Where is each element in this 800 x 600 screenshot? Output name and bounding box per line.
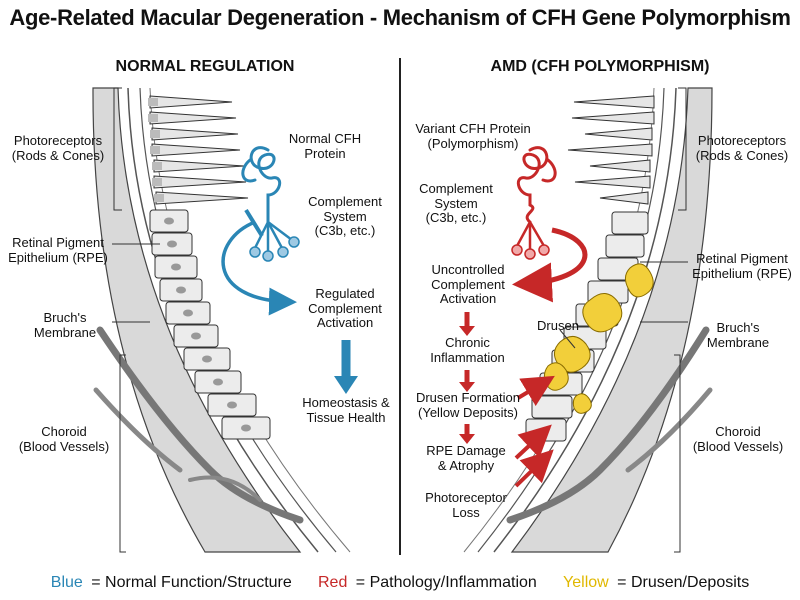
drusen-label: Drusen xyxy=(537,318,579,333)
right-photoreceptors-label: Photoreceptors (Rods & Cones) xyxy=(695,133,789,163)
right-pathology-arrows xyxy=(459,227,588,488)
right-panel-heading: AMD (CFH POLYMORPHISM) xyxy=(490,58,710,75)
legend-yellow-text: = Drusen/Deposits xyxy=(612,574,750,591)
drusen-formation-label: Drusen Formation (Yellow Deposits) xyxy=(415,390,521,420)
right-choroid-label: Choroid (Blood Vessels) xyxy=(692,424,784,454)
legend-yellow-word: Yellow xyxy=(563,574,609,591)
variant-cfh-protein-label: Variant CFH Protein (Polymorphism) xyxy=(415,121,531,151)
legend-red-word: Red xyxy=(318,574,348,591)
photoreceptor-loss-label: Photoreceptor Loss xyxy=(425,490,507,520)
variant-cfh-protein-icon xyxy=(516,146,557,224)
left-panel-heading: NORMAL REGULATION xyxy=(115,58,295,75)
regulated-activation-label: Regulated Complement Activation xyxy=(308,286,382,331)
legend-blue-word: Blue xyxy=(50,574,83,591)
color-legend: Blue = Normal Function/Structure Red = P… xyxy=(0,574,800,592)
left-photoreceptors-label: Photoreceptors (Rods & Cones) xyxy=(11,133,105,163)
left-choroid-label: Choroid (Blood Vessels) xyxy=(18,424,110,454)
normal-cfh-protein-label: Normal CFH Protein xyxy=(288,131,362,161)
right-tissue xyxy=(463,87,713,553)
homeostasis-label: Homeostasis & Tissue Health xyxy=(302,395,390,425)
normal-cfh-protein-icon xyxy=(241,146,282,224)
left-bruch-label: Bruch's Membrane xyxy=(33,310,97,340)
left-complement-icon xyxy=(249,221,300,262)
left-complement-label: Complement System (C3b, etc.) xyxy=(308,194,382,239)
legend-red-text: = Pathology/Inflammation xyxy=(351,574,537,591)
chronic-inflammation-label: Chronic Inflammation xyxy=(430,335,505,365)
right-rpe-label: Retinal Pigment Epithelium (RPE) xyxy=(692,251,792,281)
left-rpe-label: Retinal Pigment Epithelium (RPE) xyxy=(8,235,108,265)
left-brackets xyxy=(112,87,160,553)
legend-blue-text: = Normal Function/Structure xyxy=(86,574,292,591)
rpe-damage-label: RPE Damage & Atrophy xyxy=(426,443,506,473)
page-title: Age-Related Macular Degeneration - Mecha… xyxy=(9,5,791,30)
right-complement-label: Complement System (C3b, etc.) xyxy=(419,181,493,226)
left-regulation-arrows xyxy=(221,208,358,394)
uncontrolled-activation-label: Uncontrolled Complement Activation xyxy=(431,262,505,307)
right-bruch-label: Bruch's Membrane xyxy=(706,320,770,350)
right-complement-icon xyxy=(511,221,550,260)
right-brackets xyxy=(640,87,688,553)
